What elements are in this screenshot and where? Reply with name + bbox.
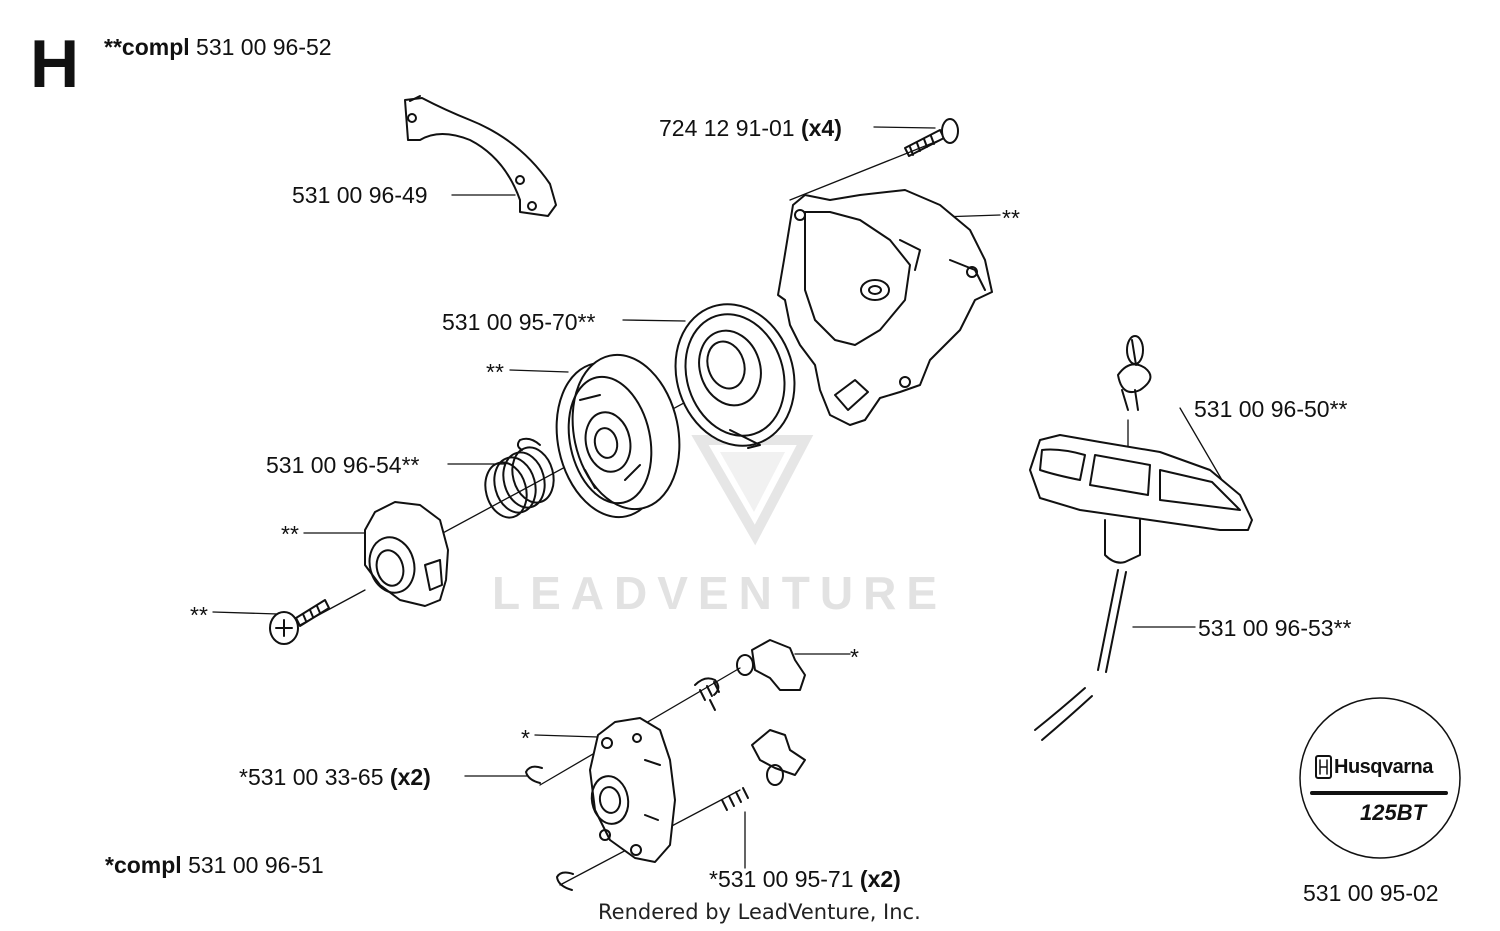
pawl-part [694, 639, 806, 711]
husqvarna-logo-badge [1299, 697, 1461, 859]
pawl-springs-number: *531 00 95-71 [709, 866, 854, 892]
cord-label: 531 00 96-53** [1198, 615, 1352, 641]
screw-x4-number: 724 12 91-01 [659, 115, 795, 141]
starter-housing-part [777, 189, 993, 426]
pawl-lower-part [721, 729, 806, 811]
upper-assembly-number: 531 00 96-52 [196, 34, 332, 60]
center-screw-part [269, 599, 330, 645]
watermark-text: LEADVENTURE [492, 567, 948, 619]
pawl-spring-part [484, 437, 555, 519]
pawl-spring-label: 531 00 96-54** [266, 452, 420, 478]
pawl-springs-qty: (x2) [859, 866, 901, 892]
logo-brand: Husqvarna [1334, 756, 1433, 778]
center-screw-label: ** [190, 602, 208, 628]
lower-assembly-number: 531 00 96-51 [188, 852, 324, 878]
logo-model: 125BT [1360, 800, 1427, 825]
handle-label: 531 00 96-50** [1194, 396, 1348, 422]
hub-part [364, 501, 449, 607]
handle-part [1029, 434, 1253, 564]
circlip-part [525, 765, 574, 891]
circlip-label: *531 00 33-65 (x2) [239, 766, 431, 789]
upper-assembly-label: **compl 531 00 96-52 [104, 36, 332, 59]
bracket-label: 531 00 96-49 [292, 182, 428, 208]
hub-label: ** [281, 521, 299, 547]
rewind-spring-label: 531 00 95-70** [442, 309, 596, 335]
lower-assembly-label: *compl 531 00 96-51 [105, 854, 324, 877]
footer-credit: Rendered by LeadVenture, Inc. [598, 900, 921, 924]
screw-x4-label: 724 12 91-01 (x4) [659, 117, 842, 140]
lower-assembly-prefix: *compl [105, 852, 182, 878]
screw-x4-qty: (x4) [800, 115, 842, 141]
pawl-springs-label: *531 00 95-71 (x2) [709, 868, 901, 891]
bracket-part [404, 95, 557, 217]
flywheel-hub-label: * [521, 725, 530, 751]
diagram-number: 531 00 95-02 [1303, 880, 1439, 906]
circlip-qty: (x2) [389, 764, 431, 790]
section-letter: H [30, 26, 80, 102]
pawl-label: * [850, 644, 859, 670]
circlip-number: *531 00 33-65 [239, 764, 384, 790]
starter-cord-part [1034, 335, 1152, 741]
pulley-part [555, 353, 681, 519]
housing-label: ** [1002, 205, 1020, 231]
pulley-label: ** [486, 359, 504, 385]
rewind-spring-part [674, 303, 796, 449]
flywheel-hub-part [589, 717, 676, 863]
screw-x4-part [904, 118, 959, 157]
upper-assembly-prefix: **compl [104, 34, 190, 60]
